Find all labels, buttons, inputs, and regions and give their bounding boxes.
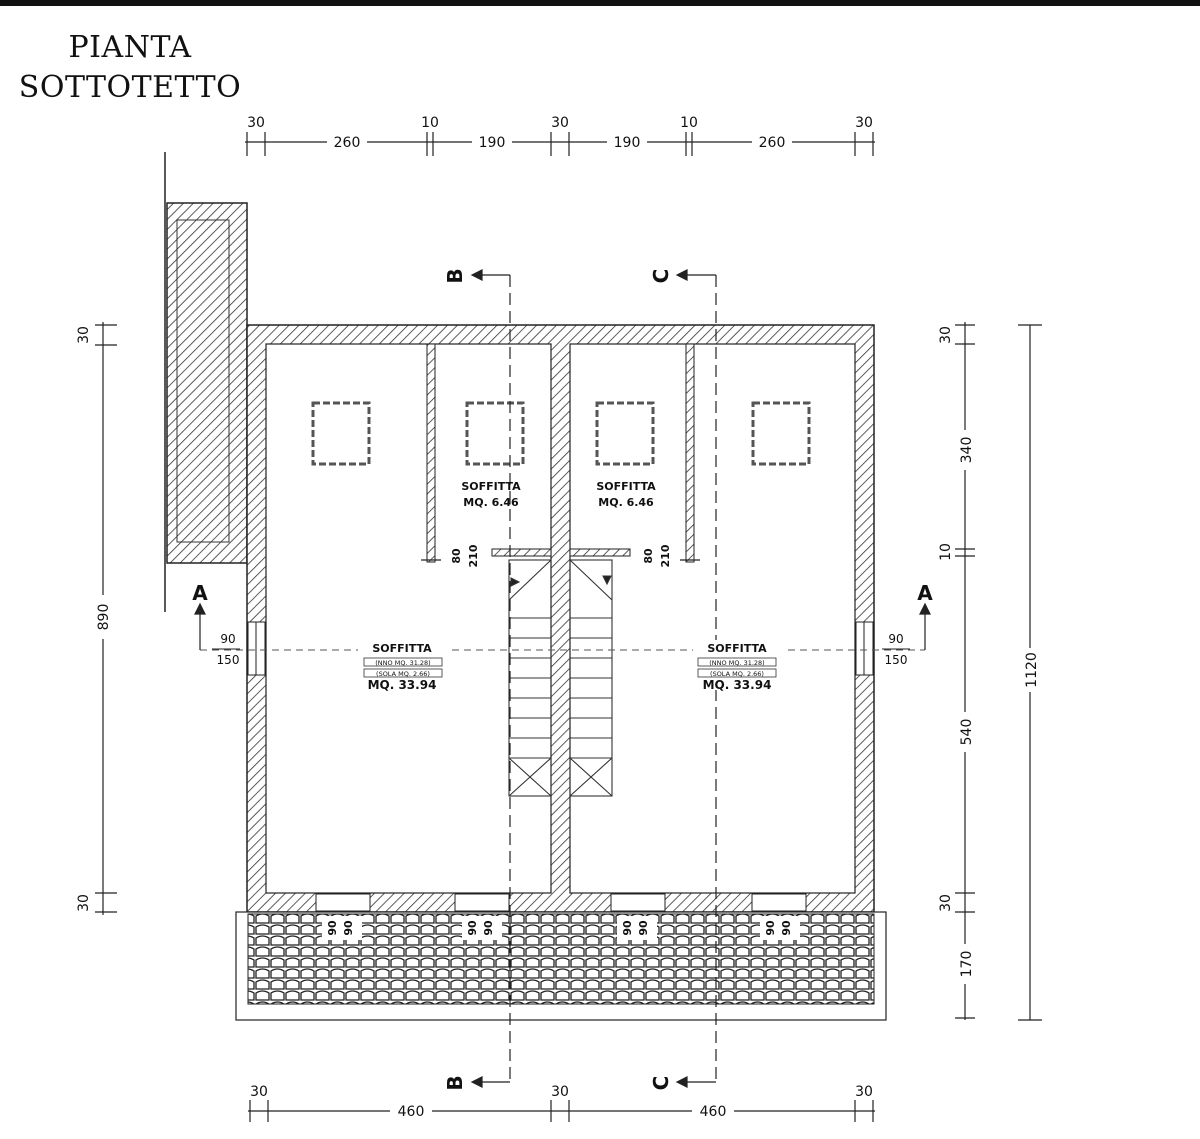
eave-dim-2b: 90 <box>482 920 495 936</box>
staircase-left <box>508 559 552 797</box>
right-dimension-labels-inner: 30 340 10 540 30 170 <box>938 326 975 984</box>
left-dimension-labels: 30 890 30 <box>76 326 112 912</box>
title-line-1: PIANTA <box>68 30 192 65</box>
section-b-top-label: B <box>443 268 467 283</box>
eave-dim-1b: 90 <box>342 920 355 936</box>
room-large-left-label: SOFFITTA (NNO MQ. 31.28) (SOLA MQ. 2.66)… <box>358 640 448 692</box>
dim-top-marker-2: 10 <box>421 115 439 131</box>
section-markers-a <box>194 602 931 650</box>
door-right-w: 80 <box>642 548 655 564</box>
window-left-w: 90 <box>220 632 235 646</box>
dim-bottom-marker-2: 30 <box>551 1084 569 1100</box>
dim-right-upper: 340 <box>959 437 975 464</box>
room-large-right-area: MQ. 33.94 <box>703 678 772 692</box>
interior-partitions <box>421 343 700 563</box>
room-large-right-name: SOFFITTA <box>707 642 767 655</box>
dim-top-span-1: 260 <box>334 135 361 151</box>
room-small-left-name: SOFFITTA <box>461 480 521 493</box>
dim-top-span-3: 190 <box>614 135 641 151</box>
title-line-2: SOTTOTETTO <box>18 70 242 105</box>
section-marker-labels: B C B C <box>443 268 673 1090</box>
room-small-right-area: MQ. 6.46 <box>598 496 654 509</box>
eave-dimension-labels: 90 90 90 90 90 90 90 90 <box>322 916 800 940</box>
skylight-4 <box>751 401 811 466</box>
section-markers-b-c <box>470 269 716 1088</box>
dim-right-bottom: 30 <box>938 894 954 912</box>
section-c-top-label: C <box>649 269 673 284</box>
dim-bottom-marker-3: 30 <box>855 1084 873 1100</box>
chimney-block <box>164 152 248 612</box>
eave-dim-3a: 90 <box>621 920 634 936</box>
eave-dim-4a: 90 <box>764 920 777 936</box>
dim-top-span-4: 260 <box>759 135 786 151</box>
dim-bottom-marker-1: 30 <box>250 1084 268 1100</box>
dim-left-main: 890 <box>96 604 112 631</box>
dim-left-bottom: 30 <box>76 894 92 912</box>
dim-left-top: 30 <box>76 326 92 344</box>
top-border-bar <box>0 0 1200 6</box>
skylight-2 <box>465 401 525 466</box>
room-large-right-note1: (NNO MQ. 31.28) <box>709 659 764 667</box>
eave-dim-1a: 90 <box>326 920 339 936</box>
dim-right-lower: 540 <box>959 719 975 746</box>
eave-dim-2a: 90 <box>466 920 479 936</box>
section-b-bottom-label: B <box>443 1075 467 1090</box>
door-left-w: 80 <box>450 548 463 564</box>
dim-right-total: 1120 <box>1024 652 1040 688</box>
bottom-wall-openings <box>315 893 807 912</box>
room-large-right-label: SOFFITTA (NNO MQ. 31.28) (SOLA MQ. 2.66)… <box>693 640 783 692</box>
window-right-h: 150 <box>885 653 908 667</box>
room-small-left-area: MQ. 6.46 <box>463 496 519 509</box>
right-dimension-line-inner <box>955 322 975 1020</box>
right-dimension-label-total: 1120 <box>1022 648 1040 692</box>
door-right-h: 210 <box>659 544 672 567</box>
room-large-left-area: MQ. 33.94 <box>368 678 437 692</box>
staircase-right <box>569 559 613 797</box>
dim-bottom-span-2: 460 <box>700 1104 727 1120</box>
room-small-right-name: SOFFITTA <box>596 480 656 493</box>
dim-top-span-2: 190 <box>479 135 506 151</box>
plan-title: PIANTA SOTTOTETTO <box>10 28 250 108</box>
dim-bottom-span-1: 460 <box>398 1104 425 1120</box>
door-dimension-labels: 80 210 80 210 <box>444 540 677 572</box>
section-c-bottom-label: C <box>649 1076 673 1091</box>
window-right-w: 90 <box>888 632 903 646</box>
room-small-right-label: SOFFITTA MQ. 6.46 <box>596 480 656 509</box>
window-dimension-labels: 90 150 90 150 <box>212 632 910 667</box>
room-large-right-note2: (SOLA MQ. 2.66) <box>710 670 764 678</box>
eave-dim-4b: 90 <box>780 920 793 936</box>
section-a-left-label: A <box>192 581 208 605</box>
skylight-3 <box>595 401 655 466</box>
bottom-dimension-labels: 30 30 30 460 460 <box>250 1084 873 1120</box>
bottom-dimension-line <box>248 1100 875 1122</box>
room-large-left-name: SOFFITTA <box>372 642 432 655</box>
exterior-walls <box>246 324 875 913</box>
eave-dim-3b: 90 <box>637 920 650 936</box>
room-large-left-note2: (SOLA MQ. 2.66) <box>376 670 430 678</box>
dim-top-marker-4: 10 <box>680 115 698 131</box>
dim-top-marker-5: 30 <box>855 115 873 131</box>
dim-top-marker-1: 30 <box>247 115 265 131</box>
room-large-left-note1: (NNO MQ. 31.28) <box>375 659 430 667</box>
door-left-h: 210 <box>467 544 480 567</box>
skylight-1 <box>311 401 371 466</box>
dim-right-mid: 10 <box>938 543 954 561</box>
skylights <box>311 401 811 466</box>
dim-right-eave: 170 <box>959 951 975 978</box>
dim-top-marker-3: 30 <box>551 115 569 131</box>
section-a-labels: A A <box>192 581 933 605</box>
top-dimension-labels: 30 10 30 10 30 260 190 190 260 <box>247 115 873 151</box>
section-a-right-label: A <box>917 581 933 605</box>
side-windows <box>247 621 874 676</box>
window-left-h: 150 <box>217 653 240 667</box>
room-small-left-label: SOFFITTA MQ. 6.46 <box>461 480 521 509</box>
dim-right-top: 30 <box>938 326 954 344</box>
